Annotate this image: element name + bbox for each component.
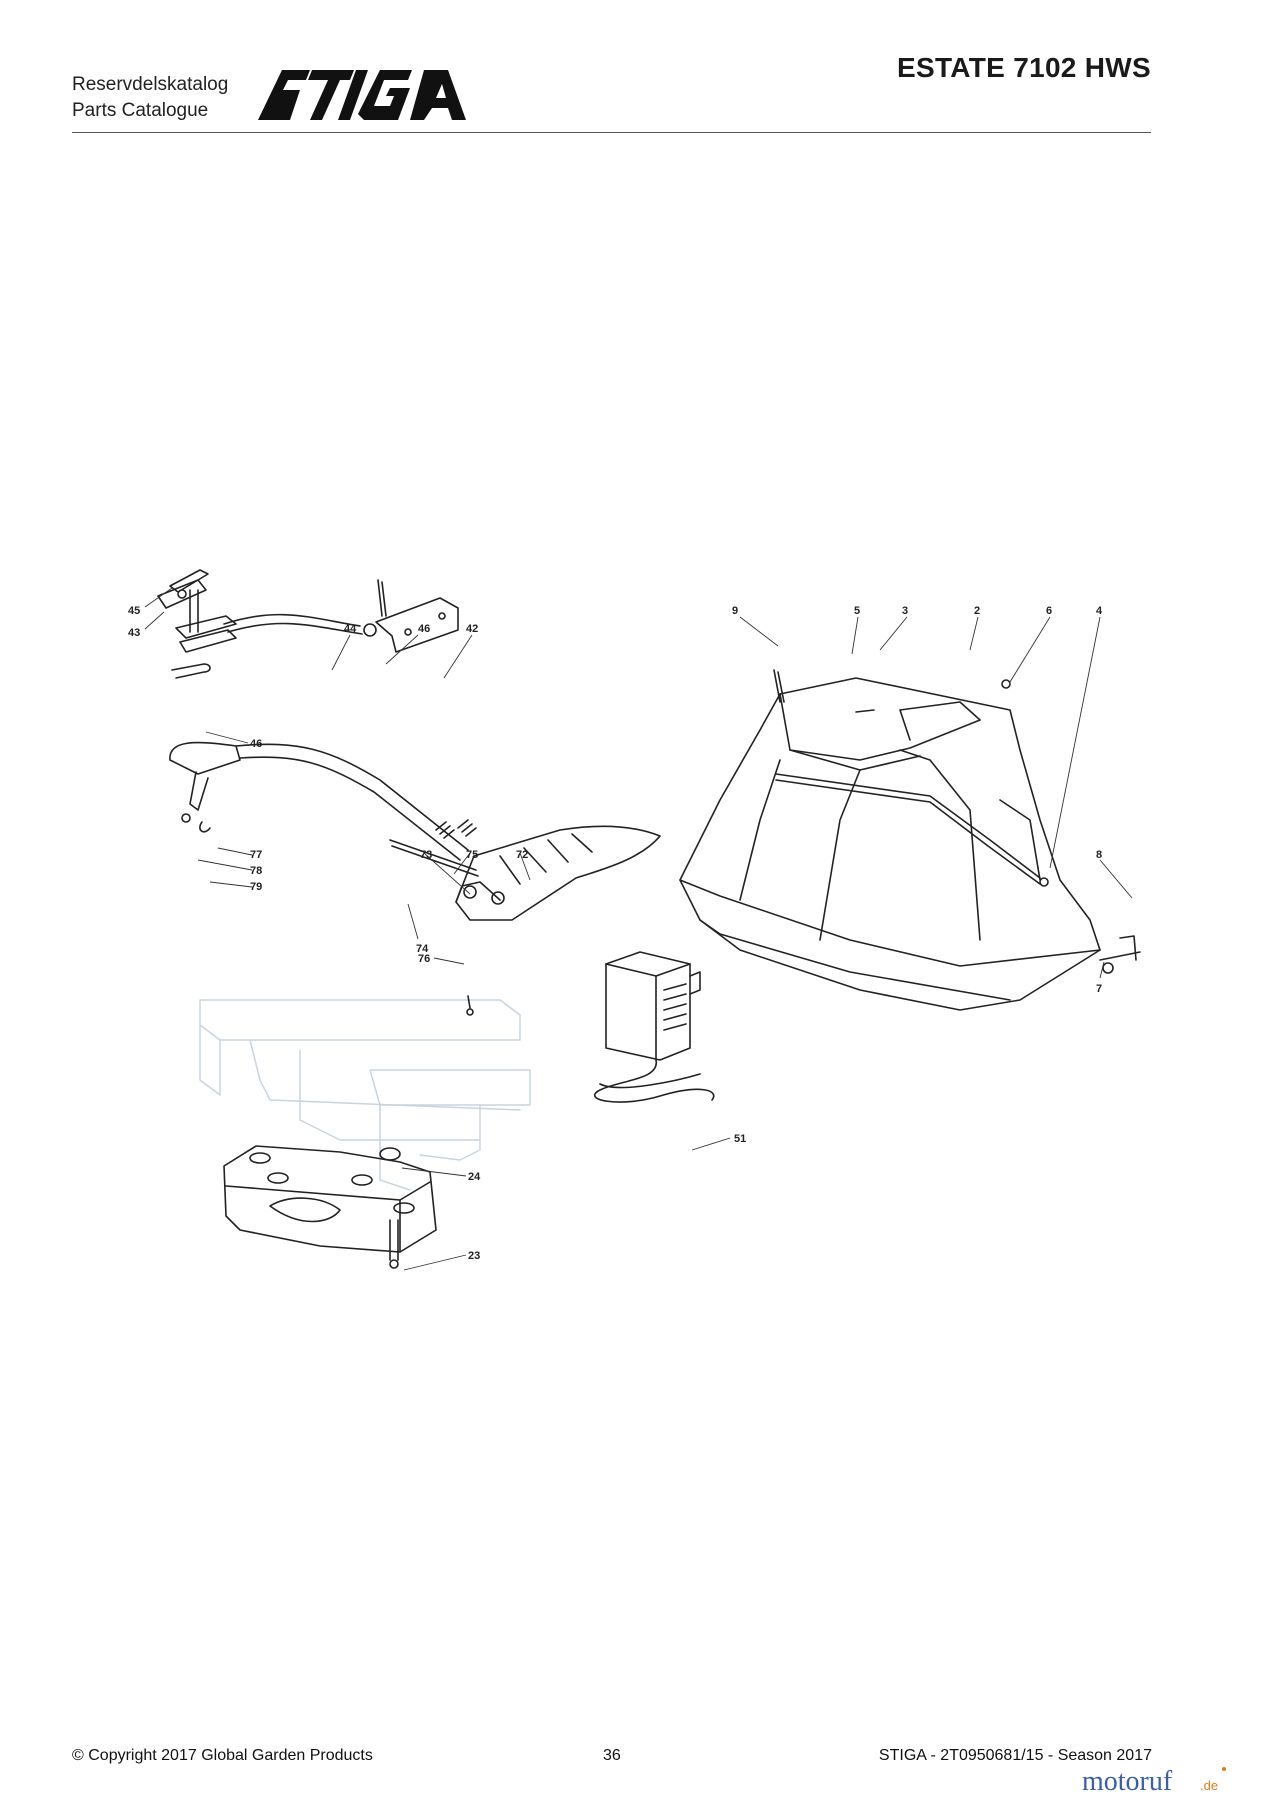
callout-9: 9 [732, 605, 738, 617]
grass-catcher [679, 669, 1141, 1011]
callout-46b: 46 [250, 738, 262, 750]
footer-document-code: STIGA - 2T0950681/15 - Season 2017 [878, 1747, 1152, 1764]
footer-page-number: 36 [603, 1747, 621, 1764]
callout-46: 46 [418, 623, 430, 635]
callout-23: 23 [468, 1250, 480, 1262]
callout-45: 45 [128, 605, 140, 617]
chassis-ghost [199, 999, 531, 1191]
motoruf-watermark: motoruf .de [1082, 1766, 1226, 1797]
charger [593, 951, 715, 1103]
callout-42: 42 [466, 623, 478, 635]
callout-72: 72 [516, 849, 528, 861]
lever-assembly [169, 741, 661, 1016]
model-name: ESTATE 7102 HWS [897, 52, 1151, 83]
header-divider [72, 132, 1151, 133]
parts-diagram: 45 43 44 46 42 46 9 5 3 2 6 4 77 78 79 7… [128, 569, 1141, 1271]
callout-44: 44 [344, 623, 357, 635]
callout-78: 78 [250, 865, 262, 877]
svg-text:motoruf: motoruf [1082, 1766, 1173, 1797]
callout-76: 76 [418, 953, 430, 965]
callout-8: 8 [1096, 849, 1102, 861]
callout-3: 3 [902, 605, 908, 617]
footer-copyright: © Copyright 2017 Global Garden Products [72, 1747, 373, 1764]
callout-51: 51 [734, 1133, 746, 1145]
callout-79: 79 [250, 881, 262, 893]
callout-7: 7 [1096, 983, 1102, 995]
callout-75: 75 [466, 849, 478, 861]
catalog-title-swedish: Reservdelskatalog [72, 74, 229, 95]
callout-74: 74 [416, 943, 429, 955]
linkage-assembly [157, 569, 459, 679]
callout-43: 43 [128, 627, 140, 639]
callout-5: 5 [854, 605, 860, 617]
callout-73: 73 [420, 849, 432, 861]
callout-4: 4 [1096, 605, 1103, 617]
svg-text:.de: .de [1200, 1778, 1218, 1793]
stiga-logo [258, 70, 466, 120]
callout-77: 77 [250, 849, 262, 861]
callout-6: 6 [1046, 605, 1052, 617]
callout-2: 2 [974, 605, 980, 617]
callout-24: 24 [468, 1171, 481, 1183]
catalog-title-english: Parts Catalogue [72, 100, 209, 121]
battery-box [223, 1145, 437, 1269]
